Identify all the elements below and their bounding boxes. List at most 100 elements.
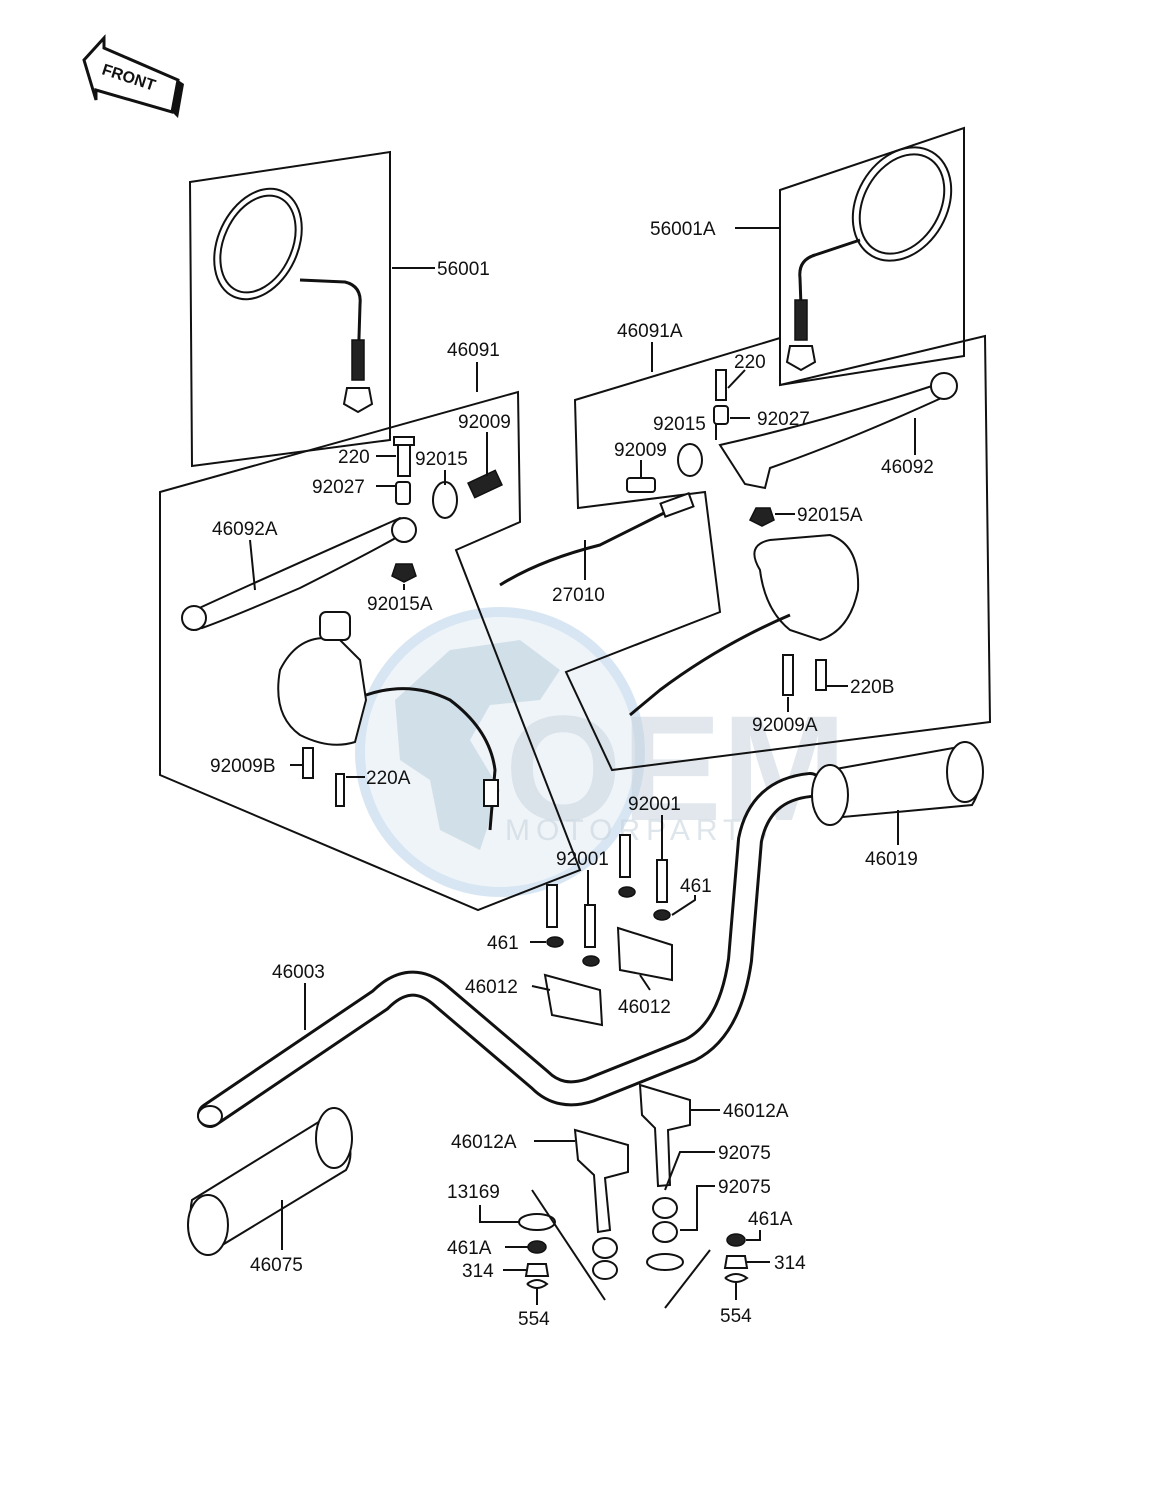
screw-220-right-icon [715, 369, 727, 401]
collar-92027-right-icon [713, 405, 729, 425]
label-220-left: 220 [338, 447, 370, 468]
clutch-housing-mount-icon [319, 611, 351, 641]
screw-92009A-icon [782, 654, 794, 696]
label-92015A-left: 92015A [367, 594, 433, 615]
mirror-left-thread-icon [351, 339, 365, 381]
leader-220-right [727, 369, 746, 389]
lever-46092A-pivot-icon [391, 517, 417, 543]
lever-46092A-icon [193, 516, 414, 630]
right-lever-group [499, 334, 992, 772]
washer-461-b-icon [653, 909, 671, 921]
pin-554-right-icon [724, 1273, 749, 1283]
screw-220-left-icon [397, 443, 411, 477]
label-56001A: 56001A [650, 219, 716, 240]
grip-46019-group [811, 741, 984, 826]
washer-461A-right-icon [726, 1233, 746, 1247]
handlebar-group [197, 772, 823, 1128]
pin-554-left-icon [526, 1279, 549, 1289]
washer-92015-right-icon [677, 443, 703, 477]
front-arrow-shadow-icon [172, 80, 184, 118]
leader-46012-b [639, 974, 651, 991]
bolt-92001-d-icon [656, 859, 668, 903]
damper-92075-c-icon [592, 1260, 618, 1280]
holder-46012-right-icon [616, 926, 673, 982]
label-46075: 46075 [250, 1255, 303, 1276]
lever-46092A-ball-icon [181, 605, 207, 631]
part-labels: 56001 56001A 46091 46091A 92009 220 9201… [210, 219, 934, 1330]
collar-92027-left-icon [395, 481, 411, 505]
lever-46092-ball-icon [930, 372, 958, 400]
leader-92075-a [664, 1151, 715, 1191]
leader-461A-right [746, 1230, 761, 1241]
leader-46092A [249, 539, 256, 591]
bolt-92001-c-icon [619, 834, 631, 878]
label-92015A-right: 92015A [797, 505, 863, 526]
label-46091: 46091 [447, 340, 500, 361]
label-46003: 46003 [272, 962, 325, 983]
nut-314-right-icon [723, 1255, 749, 1269]
label-92009A: 92009A [752, 715, 818, 736]
washer-13169-right-icon [646, 1253, 684, 1271]
holder-46012-left-icon [543, 973, 604, 1027]
front-arrow: FRONT [82, 34, 184, 118]
label-92001-b: 92001 [628, 794, 681, 815]
right-lever-box [564, 334, 992, 772]
leader-lines [249, 227, 916, 1305]
mirror-left-group [188, 150, 391, 468]
bolt-92001-a-icon [546, 884, 558, 928]
mirror-left-box [188, 150, 391, 468]
leader-46012-a [531, 985, 551, 991]
connector-left-icon [483, 779, 499, 807]
label-46019: 46019 [865, 849, 918, 870]
adjuster-92009-left-icon [467, 469, 503, 499]
continents-watermark-icon [395, 640, 560, 850]
mirror-right-nut-icon [785, 345, 817, 372]
label-27010: 27010 [552, 585, 605, 606]
label-92009B: 92009B [210, 756, 276, 777]
mirror-left-nut-icon [342, 387, 374, 414]
bracket-left-icon [531, 1189, 606, 1301]
left-lever-box [159, 390, 582, 912]
grip-46075-flange-icon [315, 1107, 353, 1169]
damper-92075-a-icon [652, 1197, 678, 1219]
leader-461-b [671, 895, 696, 916]
grip-46075-group [187, 1107, 353, 1256]
damper-92075-d-icon [652, 1221, 678, 1243]
label-13169: 13169 [447, 1182, 500, 1203]
label-220-right: 220 [734, 352, 766, 373]
label-92001-a: 92001 [556, 849, 609, 870]
label-92015-right: 92015 [653, 414, 706, 435]
label-220B: 220B [850, 677, 894, 698]
washer-461A-left-icon [527, 1240, 547, 1254]
label-461-b: 461 [680, 876, 712, 897]
mirror-right-thread-icon [794, 299, 808, 341]
washer-461-a-icon [546, 936, 564, 948]
label-461A-left: 461A [447, 1238, 492, 1259]
label-92027-right: 92027 [757, 409, 810, 430]
label-46012A-b: 46012A [723, 1101, 789, 1122]
mirror-right-icon [851, 146, 953, 262]
label-46012-a: 46012 [465, 977, 518, 998]
grip-46019-end-icon [946, 741, 984, 803]
brake-switch-27010-icon [499, 503, 681, 587]
label-92009-left: 92009 [458, 412, 511, 433]
master-cylinder-icon [753, 533, 860, 642]
handlebar-end-icon [197, 1105, 223, 1127]
damper-brackets [531, 1189, 711, 1309]
holder-46012A-a-icon [573, 1128, 629, 1234]
mirror-right-stem-icon [798, 238, 861, 336]
mirror-right-glass-icon [858, 153, 946, 255]
label-46012-b: 46012 [618, 997, 671, 1018]
label-92015-left: 92015 [415, 449, 468, 470]
label-314-right: 314 [774, 1253, 806, 1274]
watermark-subtext: MOTORPARTS [505, 814, 773, 847]
mirror-left-glass-icon [219, 194, 297, 294]
mirror-right-group [779, 126, 965, 387]
grip-46075-end-icon [187, 1194, 229, 1256]
nut-314-left-icon [524, 1263, 550, 1277]
nut-92015A-right-icon [748, 507, 775, 527]
clutch-housing-icon [277, 637, 368, 746]
label-314-left: 314 [462, 1261, 494, 1282]
label-46092A: 46092A [212, 519, 278, 540]
label-92027-left: 92027 [312, 477, 365, 498]
